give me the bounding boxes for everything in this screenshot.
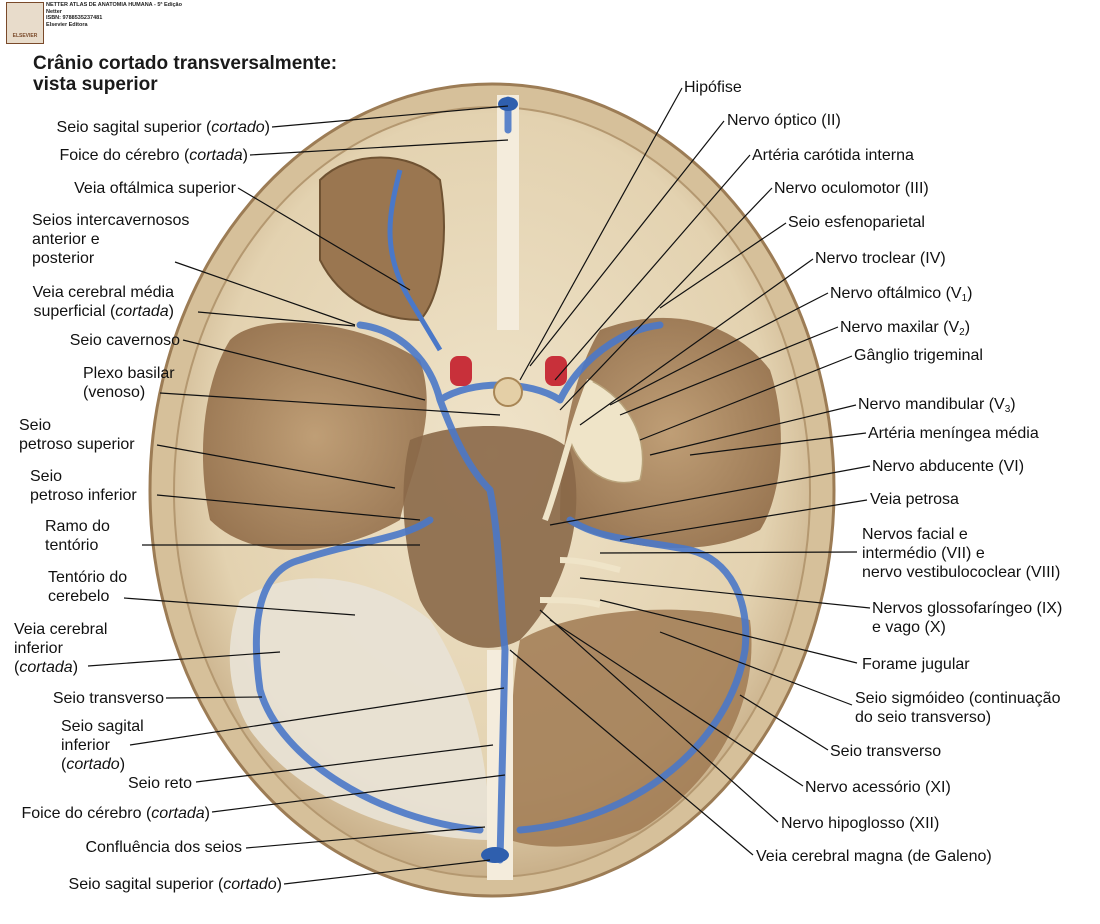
label-mandibular-nerve: Nervo mandibular (V3) <box>858 396 1016 415</box>
superior-sagittal-sinus-cut <box>498 97 518 111</box>
cranial-nerves <box>539 378 621 608</box>
title-line: vista superior <box>33 74 158 95</box>
label-basilar-plexus: Plexo basilar (venoso) <box>83 365 175 401</box>
internal-carotid-left <box>450 356 472 386</box>
label-trochlear-nerve: Nervo troclear (IV) <box>815 250 946 267</box>
label-intercavernous-sinuses: Seios intercavernosos anterior e posteri… <box>32 212 190 267</box>
label-great-cerebral-vein: Veia cerebral magna (de Galeno) <box>756 848 992 865</box>
label-glossopharyngeal-vagus-nerves: Nervos glossofaríngeo (IX) e vago (X) <box>872 600 1063 636</box>
ophthalmic-vein <box>387 169 443 352</box>
label-trigeminal-ganglion: Gânglio trigeminal <box>854 347 983 364</box>
label-superficial-middle-cerebral-vein: Veia cerebral média superficial (cortada… <box>32 284 174 320</box>
posterior-cranial-fossa <box>403 426 577 648</box>
label-transverse-sinus-right: Seio transverso <box>830 743 942 760</box>
label-sigmoid-sinus: Seio sigmóideo (continuação do seio tran… <box>855 690 1061 726</box>
label-superior-ophthalmic-vein: Veia oftálmica superior <box>74 180 236 197</box>
label-superior-sagittal-sinus: Seio sagital superior (cortado) <box>56 119 270 136</box>
label-hypoglossal-nerve: Nervo hipoglosso (XII) <box>781 815 940 832</box>
label-ophthalmic-nerve: Nervo oftálmico (V1) <box>830 285 973 304</box>
publisher-logo-text: ELSEVIER <box>12 33 38 39</box>
label-tentorium-cerebelli: Tentório do cerebelo <box>48 569 128 605</box>
publisher-logo: ELSEVIER <box>6 2 44 44</box>
figure-title: Crânio cortado transversalmente: vista s… <box>33 53 337 95</box>
label-jugular-foramen: Forame jugular <box>862 656 970 673</box>
title-line: Crânio cortado transversalmente: <box>33 53 338 74</box>
confluence-of-sinuses <box>481 847 509 863</box>
internal-carotid-right <box>545 356 567 386</box>
orbit-left <box>319 156 445 322</box>
label-internal-carotid-artery: Artéria carótida interna <box>752 147 914 164</box>
label-confluence-of-sinuses: Confluência dos seios <box>85 839 242 856</box>
label-tentorial-branch: Ramo do tentório <box>45 518 110 554</box>
label-maxillary-nerve: Nervo maxilar (V2) <box>840 319 971 338</box>
label-falx-cerebri-posterior: Foice do cérebro (cortada) <box>21 805 210 822</box>
label-inferior-sagittal-sinus: Seio sagital inferior (cortado) <box>61 718 144 773</box>
label-petrosal-vein: Veia petrosa <box>870 491 959 508</box>
label-pituitary: Hipófise <box>684 79 742 96</box>
label-superior-petrosal-sinus: Seio petroso superior <box>19 417 135 453</box>
label-sphenoparietal-sinus: Seio esfenoparietal <box>788 214 925 231</box>
label-optic-nerve: Nervo óptico (II) <box>727 112 841 129</box>
pituitary <box>493 377 523 407</box>
label-facial-vestibulocochlear-nerves: Nervos facial e intermédio (VII) e nervo… <box>862 526 1061 581</box>
book-credits: NETTER ATLAS DE ANATOMIA HUMANA - 5ª Edi… <box>46 2 182 28</box>
label-inferior-petrosal-sinus: Seio petroso inferior <box>30 468 137 504</box>
tentorium-left <box>229 578 490 840</box>
credit-line: Elsevier Editora <box>46 21 88 28</box>
credit-line: Netter <box>46 8 62 15</box>
label-straight-sinus: Seio reto <box>127 775 192 792</box>
label-oculomotor-nerve: Nervo oculomotor (III) <box>774 180 929 197</box>
label-accessory-nerve: Nervo acessório (XI) <box>805 779 951 796</box>
label-superior-sagittal-sinus-posterior: Seio sagital superior (cortado) <box>68 876 282 893</box>
label-cavernous-sinus: Seio cavernoso <box>69 332 180 349</box>
label-middle-meningeal-artery: Artéria meníngea média <box>868 425 1039 442</box>
credit-line: ISBN: 9788535237481 <box>46 15 103 21</box>
middle-cranial-fossa-left <box>202 322 427 550</box>
credit-line: NETTER ATLAS DE ANATOMIA HUMANA - 5ª Edi… <box>46 2 182 8</box>
label-abducens-nerve: Nervo abducente (VI) <box>872 458 1025 475</box>
label-falx-cerebri: Foice do cérebro (cortada) <box>59 147 248 164</box>
trigeminal-ganglion <box>569 378 644 484</box>
tentorium-right <box>510 609 752 847</box>
middle-cranial-fossa-right <box>560 317 781 549</box>
label-inferior-cerebral-vein: Veia cerebral inferior (cortada) <box>14 621 108 676</box>
label-transverse-sinus-left: Seio transverso <box>52 690 164 707</box>
